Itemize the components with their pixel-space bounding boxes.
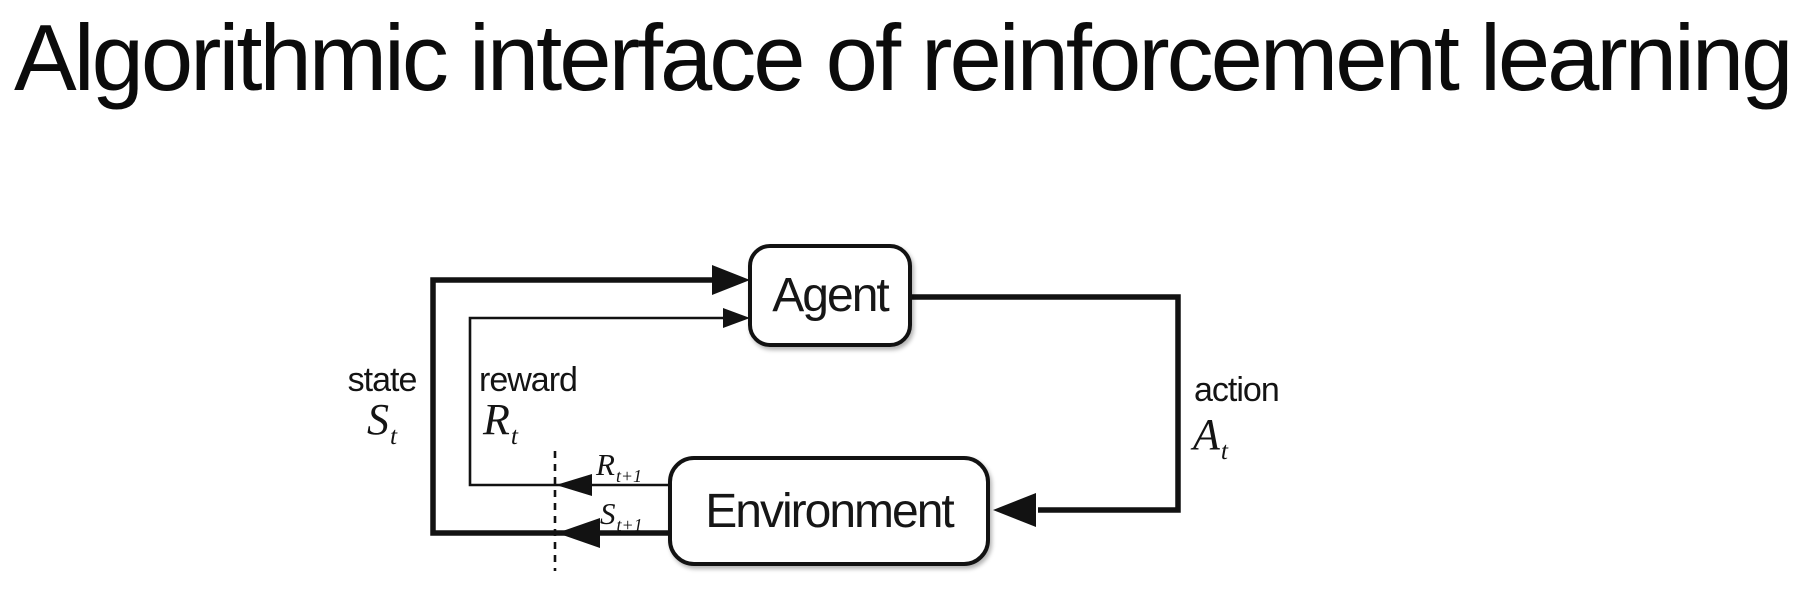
action-symbol-base: A (1193, 410, 1220, 459)
state-loop-line (430, 277, 714, 536)
reward-symbol-subscript: t (510, 420, 518, 450)
next-reward-arrowhead-icon (556, 474, 592, 496)
environment-label: Environment (705, 484, 954, 538)
next-state-arrowhead-icon (557, 518, 600, 548)
action-into-environment-arrowhead-icon (993, 493, 1036, 527)
action-label: action (1194, 371, 1280, 409)
action-loop-line (912, 294, 1181, 513)
reward-label: reward (479, 361, 578, 399)
next-reward-symbol-subscript: t+1 (615, 466, 643, 487)
state-symbol: St (334, 395, 430, 449)
next-state-symbol-subscript: t+1 (616, 515, 643, 536)
next-state-symbol: St+1 (600, 496, 643, 534)
reward-into-agent-arrowhead-icon (723, 308, 750, 328)
next-reward-symbol-base: R (596, 447, 615, 482)
next-reward-symbol: Rt+1 (596, 447, 642, 485)
action-symbol-subscript: t (1220, 435, 1228, 465)
next-state-symbol-base: S (600, 496, 616, 531)
reward-symbol: Rt (483, 395, 518, 449)
slide-title: Algorithmic interface of reinforcement l… (14, 5, 1793, 110)
agent-label: Agent (772, 269, 889, 322)
agent-box: Agent (748, 244, 912, 347)
action-symbol: At (1193, 410, 1228, 464)
state-symbol-subscript: t (389, 420, 398, 450)
state-symbol-base: S (366, 395, 389, 444)
environment-box: Environment (668, 456, 990, 566)
state-into-agent-arrowhead-icon (712, 265, 750, 295)
reward-symbol-base: R (483, 395, 510, 444)
state-label: state (347, 361, 418, 399)
